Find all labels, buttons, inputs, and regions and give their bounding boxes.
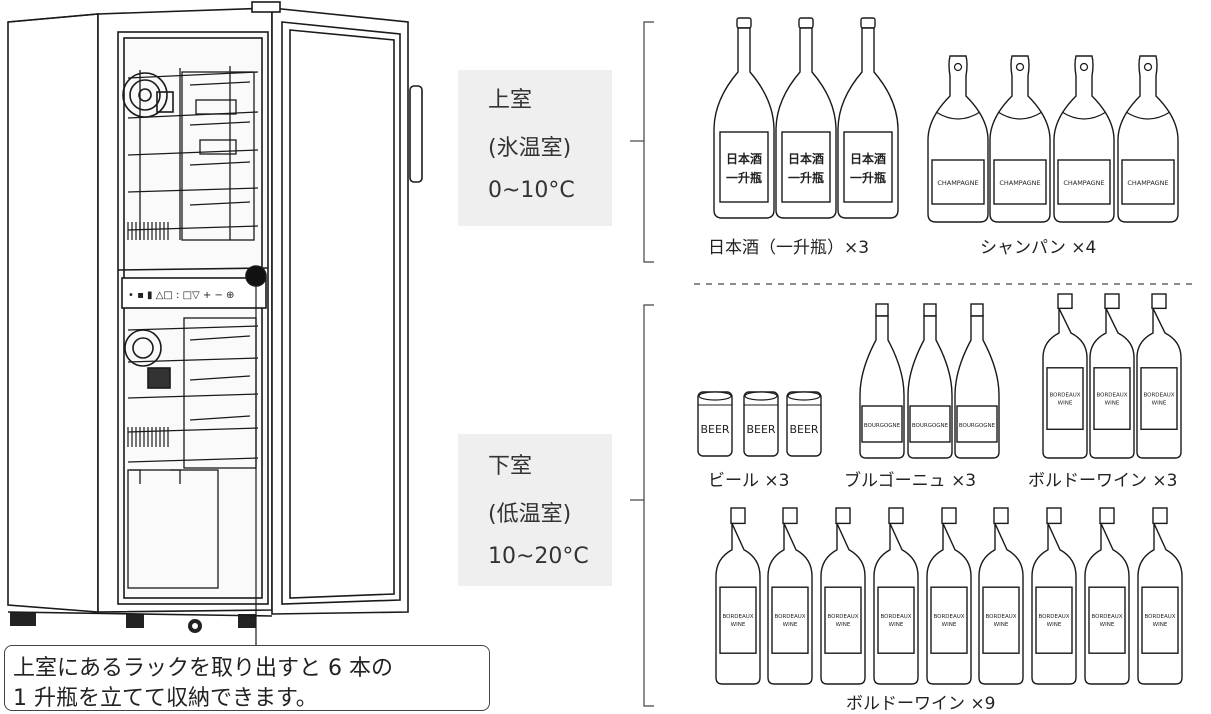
lower-zone-sub: (低温室) — [488, 502, 572, 527]
bordeaux-label-line2: WINE — [836, 622, 851, 628]
bordeaux-label-line1: BORDEAUX — [827, 614, 858, 620]
champagne-label: CHAMPAGNE — [937, 179, 978, 187]
bordeaux-label-line1: BORDEAUX — [880, 614, 911, 620]
bordeaux-label-line1: BORDEAUX — [722, 614, 753, 620]
bordeaux-bottles-upper: BORDEAUX WINE BORDEAUX WINE BORDEAUX WINE — [1042, 293, 1182, 459]
caption-bordeaux-lower: ボルドーワイン ×9 — [846, 694, 996, 714]
bordeaux-bottle: BORDEAUX WINE — [1136, 293, 1182, 459]
caption-bourgogne: ブルゴーニュ ×3 — [844, 471, 977, 491]
control-panel-icons: • ▪ ▮ △□ : □▽ + − ⊕ — [128, 290, 234, 301]
bordeaux-label-line1: BORDEAUX — [1143, 393, 1174, 399]
bordeaux-label-line2: WINE — [889, 622, 904, 628]
bordeaux-bottle: BORDEAUX WINE — [926, 507, 972, 685]
bourgogne-label: BOURGOGNE — [912, 423, 949, 429]
note-line-2: 1 升瓶を立てて収納できます。 — [13, 686, 318, 711]
note-line-1: 上室にあるラックを取り出すと 6 本の — [13, 656, 393, 681]
beer-can: BEER — [697, 391, 733, 457]
bourgogne-label: BOURGOGNE — [959, 423, 996, 429]
bourgogne-bottle: BOURGOGNE — [859, 303, 905, 459]
bordeaux-bottles-lower: BORDEAUXWINEBORDEAUXWINEBORDEAUXWINEBORD… — [715, 507, 1183, 685]
bordeaux-bottle: BORDEAUX WINE — [820, 507, 866, 685]
champagne-bottle: CHAMPAGNE — [1117, 55, 1179, 223]
bordeaux-bottle: BORDEAUX WINE — [1089, 293, 1135, 459]
sake-label-line2: 一升瓶 — [726, 170, 762, 185]
sake-label-line2: 一升瓶 — [850, 170, 886, 185]
bordeaux-bottle: BORDEAUX WINE — [1084, 507, 1130, 685]
bordeaux-bottle: BORDEAUX WINE — [1031, 507, 1077, 685]
bordeaux-label-line2: WINE — [731, 622, 746, 628]
beer-can: BEER — [786, 391, 822, 457]
bordeaux-label-line1: BORDEAUX — [1144, 614, 1175, 620]
bordeaux-label-line2: WINE — [1105, 401, 1120, 407]
bourgogne-bottle: BOURGOGNE — [954, 303, 1000, 459]
bordeaux-bottle: BORDEAUX WINE — [715, 507, 761, 685]
bordeaux-bottle: BORDEAUX WINE — [767, 507, 813, 685]
lower-zone-label: 下室 (低温室) 10~20°C — [458, 434, 612, 586]
lower-zone-range: 10~20°C — [488, 544, 589, 569]
champagne-bottle: CHAMPAGNE — [1053, 55, 1115, 223]
bordeaux-label-line2: WINE — [942, 622, 957, 628]
wine-fridge — [7, 1, 423, 645]
bordeaux-label-line1: BORDEAUX — [1096, 393, 1127, 399]
bordeaux-bottle: BORDEAUX WINE — [1137, 507, 1183, 685]
beer-label: BEER — [789, 423, 818, 436]
beer-label: BEER — [746, 423, 775, 436]
bordeaux-label-line2: WINE — [1058, 401, 1073, 407]
bordeaux-label-line1: BORDEAUX — [1038, 614, 1069, 620]
upper-zone-range: 0~10°C — [488, 178, 575, 203]
bordeaux-label-line1: BORDEAUX — [774, 614, 805, 620]
bordeaux-label-line1: BORDEAUX — [1049, 393, 1080, 399]
champagne-label: CHAMPAGNE — [1063, 179, 1104, 187]
bordeaux-label-line2: WINE — [1100, 622, 1115, 628]
champagne-label: CHAMPAGNE — [1127, 179, 1168, 187]
beer-label: BEER — [700, 423, 729, 436]
sake-label-line2: 一升瓶 — [788, 170, 824, 185]
sake-label-line1: 日本酒 — [850, 151, 886, 166]
bordeaux-label-line2: WINE — [783, 622, 798, 628]
champagne-bottles: CHAMPAGNE CHAMPAGNE CHAMPAGNE CHAMPAGNE — [927, 55, 1179, 223]
upper-zone-label: 上室 (氷温室) 0~10°C — [458, 70, 612, 226]
bordeaux-bottle: BORDEAUX WINE — [978, 507, 1024, 685]
caption-bordeaux-upper: ボルドーワイン ×3 — [1028, 471, 1178, 491]
bordeaux-bottle: BORDEAUX WINE — [873, 507, 919, 685]
bordeaux-bottle: BORDEAUX WINE — [1042, 293, 1088, 459]
champagne-bottle: CHAMPAGNE — [989, 55, 1051, 223]
champagne-label: CHAMPAGNE — [999, 179, 1040, 187]
lower-zone-name: 下室 — [488, 454, 533, 479]
callout-note: 上室にあるラックを取り出すと 6 本の 1 升瓶を立てて収納できます。 — [4, 645, 490, 711]
caption-beer: ビール ×3 — [708, 471, 790, 491]
caption-sake: 日本酒（一升瓶）×3 — [708, 238, 870, 258]
bourgogne-bottle: BOURGOGNE — [907, 303, 953, 459]
sake-label-line1: 日本酒 — [788, 151, 824, 166]
bordeaux-label-line1: BORDEAUX — [985, 614, 1016, 620]
sake-label-line1: 日本酒 — [726, 151, 762, 166]
bordeaux-label-line2: WINE — [994, 622, 1009, 628]
bourgogne-label: BOURGOGNE — [864, 423, 901, 429]
caption-champagne: シャンパン ×4 — [980, 238, 1097, 258]
bordeaux-label-line1: BORDEAUX — [1091, 614, 1122, 620]
beer-cans: BEER BEER BEER — [697, 391, 822, 457]
upper-zone-name: 上室 — [488, 88, 533, 113]
beer-can: BEER — [743, 391, 779, 457]
zone-brackets — [630, 21, 1196, 707]
bordeaux-label-line2: WINE — [1153, 622, 1168, 628]
upper-zone-sub: (氷温室) — [488, 136, 572, 161]
bordeaux-label-line2: WINE — [1047, 622, 1062, 628]
bourgogne-bottles: BOURGOGNE BOURGOGNE BOURGOGNE — [859, 303, 1000, 459]
bordeaux-label-line1: BORDEAUX — [933, 614, 964, 620]
bordeaux-label-line2: WINE — [1152, 401, 1167, 407]
champagne-bottle: CHAMPAGNE — [927, 55, 989, 223]
